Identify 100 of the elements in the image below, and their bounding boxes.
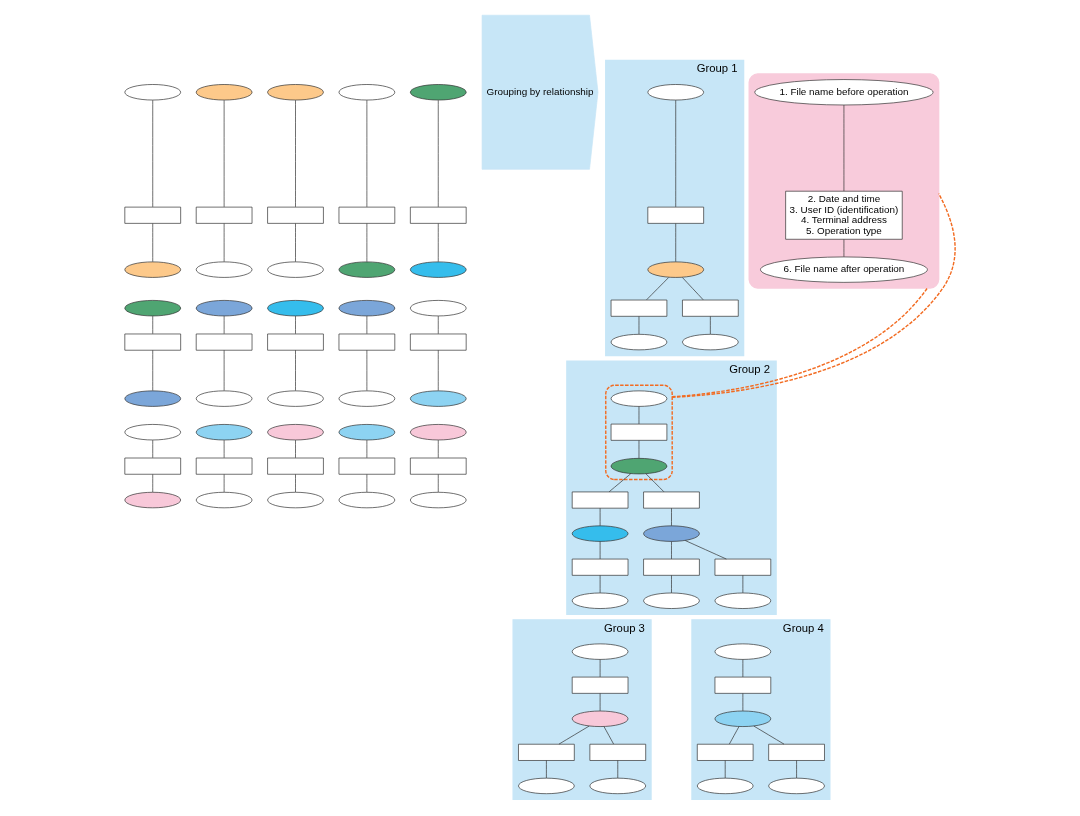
node-ellipse [338, 261, 396, 278]
node-box [195, 206, 253, 224]
connector [295, 99, 296, 208]
connector [223, 223, 225, 263]
connector [295, 223, 296, 263]
node-ellipse [571, 525, 629, 542]
node-ellipse [571, 592, 629, 609]
connector [638, 406, 640, 425]
node-ellipse [124, 424, 181, 441]
node-box [195, 333, 253, 351]
node-box [682, 299, 739, 317]
connector [152, 349, 154, 391]
node-ellipse [610, 390, 668, 407]
cluster: Group 3 [512, 619, 652, 801]
node-box [610, 423, 668, 441]
node-ellipse [195, 424, 253, 441]
node-ellipse [338, 491, 396, 509]
connector [682, 277, 704, 301]
node-ellipse [124, 390, 181, 407]
connector [437, 474, 439, 493]
node-ellipse [410, 390, 467, 407]
connector [671, 541, 672, 560]
node-ellipse [124, 261, 181, 278]
node-box [410, 457, 467, 475]
connector [843, 104, 845, 192]
connector [223, 315, 225, 335]
connector [152, 99, 154, 208]
node-ellipse [267, 300, 324, 317]
cluster: Group 4 [691, 619, 831, 801]
connector [366, 439, 368, 459]
node-ellipse [267, 261, 324, 278]
connector [742, 659, 744, 678]
connector [223, 99, 225, 208]
connector [152, 474, 154, 493]
node-ellipse [267, 491, 324, 509]
node-box [124, 457, 181, 475]
node-ellipse [610, 458, 668, 475]
node-box [124, 206, 181, 224]
node-box [267, 333, 324, 351]
node-box [647, 206, 704, 224]
connector [645, 473, 665, 493]
node-box [518, 743, 575, 761]
connector [558, 725, 590, 745]
node-box [696, 743, 754, 761]
connector [366, 349, 368, 391]
connector [742, 693, 744, 712]
node-ellipse [647, 261, 704, 278]
node-box [410, 333, 467, 351]
node-ellipse [338, 300, 396, 317]
connector [546, 760, 547, 779]
node-box [714, 676, 772, 694]
node-ellipse [643, 525, 700, 542]
node-ellipse [714, 710, 772, 727]
node-ellipse [589, 777, 647, 795]
connector [796, 760, 797, 779]
node-box [589, 743, 647, 761]
connector [671, 575, 672, 594]
node-ellipse [124, 300, 181, 317]
connector [437, 439, 439, 459]
node-ellipse [410, 424, 467, 441]
node-box [571, 491, 629, 509]
connector [223, 349, 225, 391]
node-box [571, 558, 629, 576]
connector [599, 659, 601, 678]
connector [366, 315, 368, 335]
node-box: 2. Date and time 3. User ID (identification) 4. Terminal address 5. Operation type [785, 190, 903, 240]
connector [742, 575, 744, 594]
connector [646, 277, 669, 301]
cluster: Group 2 [566, 360, 777, 615]
node-ellipse [195, 491, 253, 509]
node-box [768, 743, 825, 761]
node-ellipse [518, 777, 575, 795]
node-ellipse [124, 491, 181, 509]
node-box [643, 491, 700, 509]
node-ellipse [195, 261, 253, 278]
cluster: Group 1 [605, 59, 745, 357]
node-ellipse [696, 777, 754, 795]
node-ellipse [682, 333, 739, 351]
connector [152, 315, 154, 335]
connector [437, 349, 439, 391]
connector [710, 316, 711, 335]
connector [437, 315, 439, 335]
node-ellipse [195, 390, 253, 407]
node-ellipse [410, 84, 467, 101]
connector [366, 474, 368, 493]
node-box [195, 457, 253, 475]
node-ellipse [714, 643, 772, 660]
connector [675, 99, 677, 208]
connector [295, 315, 296, 335]
node-ellipse [267, 84, 324, 101]
node-ellipse: 6. File name after operation [760, 256, 928, 283]
connector [152, 223, 154, 263]
connector [366, 223, 368, 263]
node-box [610, 299, 668, 317]
node-box [643, 558, 700, 576]
connector [843, 239, 845, 258]
connector [753, 725, 785, 745]
connector [366, 99, 368, 208]
node-ellipse [571, 710, 629, 727]
node-box [410, 206, 467, 224]
